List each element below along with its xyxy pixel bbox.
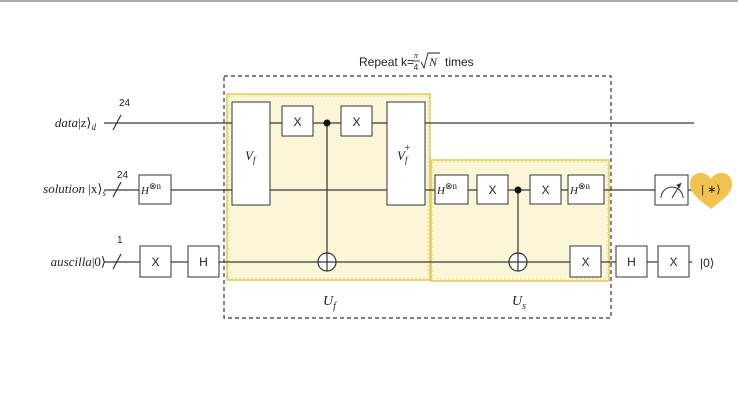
hn-gate-base: H (140, 185, 150, 197)
us-hadamard-n-gate-1: H⊗n (434, 174, 469, 205)
vf-dagger-gate: Vf+ (386, 101, 426, 206)
data-x-gate-1: X (281, 105, 314, 137)
svg-text:X: X (151, 255, 159, 269)
uf-cnot-target (317, 252, 337, 272)
ancilla-h-gate-pre: H (187, 245, 220, 278)
data-label-sub: d (92, 122, 97, 132)
svg-text:X: X (581, 255, 589, 269)
us-cnot-control (514, 186, 522, 194)
svg-text:H⊗n: H⊗n (569, 181, 590, 197)
title-prefix: Repeat k= (359, 55, 414, 69)
repeat-dashed-box (223, 75, 612, 319)
title-suffix: times (445, 55, 474, 69)
bus-slashes (112, 114, 122, 270)
svg-text:H: H (199, 255, 208, 269)
us-hadamard-n-gate-2: H⊗n (567, 174, 605, 205)
us-ancilla-x-gate: X (569, 245, 602, 278)
us-cnot-target (508, 252, 528, 272)
ancilla-x-gate-pre: X (139, 245, 172, 278)
ancilla-x-gate-post: X (657, 245, 690, 278)
ancilla-bus-slash (112, 253, 122, 270)
data-bit-count: 24 (119, 98, 131, 109)
vf-gate: Vf (231, 101, 271, 206)
svg-text:X: X (488, 183, 496, 197)
solution-label-base: solution (43, 181, 88, 196)
us-block-label: Us (512, 294, 526, 312)
title-sqrt-argument: N (428, 55, 438, 69)
svg-text:X: X (352, 115, 360, 129)
svg-text:X: X (293, 115, 301, 129)
solution-hadamard-n-gate: H⊗n (138, 174, 172, 205)
svg-text:X: X (669, 255, 677, 269)
hn-gate-sup: ⊗n (149, 181, 162, 191)
us-x-gate-2: X (529, 174, 562, 205)
svg-text:H⊗n: H⊗n (436, 181, 457, 197)
measurement-gate (654, 174, 689, 206)
uf-highlight-inner (228, 95, 429, 279)
svg-text:H⊗n: H⊗n (140, 181, 161, 197)
data-wire-label: data|z⟩d (55, 115, 97, 132)
ancilla-output-mask (692, 252, 726, 272)
title-frac-numerator: π (414, 51, 419, 60)
solution-bit-count: 24 (117, 170, 129, 181)
ancilla-output-ket: |0⟩ (700, 256, 714, 270)
ancilla-bit-count: 1 (117, 235, 123, 246)
us-highlight-inner (432, 161, 608, 280)
uf-cnot-control (323, 119, 331, 127)
ancilla-label-ket: |0⟩ (92, 254, 106, 269)
svg-text:Vf: Vf (245, 148, 257, 165)
svg-text:X: X (541, 183, 549, 197)
data-label-ket: |z⟩ (78, 115, 91, 130)
ancilla-wire-label: auscilla|0⟩ (51, 254, 106, 269)
us-x-gate-1: X (476, 174, 509, 205)
repeat-title: Repeat k= π 4 N times (359, 51, 474, 72)
svg-text:H: H (627, 255, 636, 269)
data-x-gate-2: X (340, 105, 373, 137)
svg-text:Vf+: Vf+ (397, 143, 410, 165)
uf-block-label: Uf (323, 294, 337, 312)
solution-label-sub: s (102, 188, 106, 198)
title-sqrt-sign (420, 52, 440, 70)
solution-bus-slash (112, 181, 122, 198)
title-frac-denominator: 4 (414, 63, 419, 72)
data-bus-slash (112, 114, 122, 131)
ancilla-h-gate-post: H (615, 245, 648, 278)
ancilla-label-base: auscilla (51, 254, 93, 269)
heart-icon (690, 173, 732, 209)
solution-wire-label: solution |x⟩s (43, 181, 106, 198)
data-label-base: data (55, 115, 79, 130)
measure-result-ket: | ∗⟩ (701, 184, 720, 196)
solution-label-ket: |x⟩ (88, 181, 102, 196)
